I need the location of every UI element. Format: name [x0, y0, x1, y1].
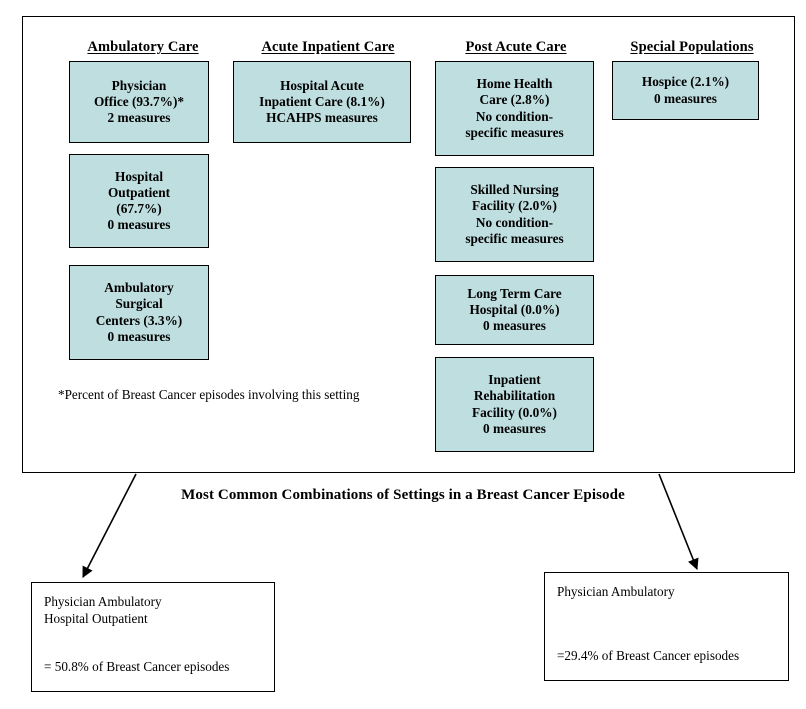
setting-line: Outpatient	[107, 184, 171, 200]
setting-line: Physician	[111, 77, 167, 93]
combination-box-physician-ambulatory-hospital-outpatient[interactable]: Physician Ambulatory Hospital Outpatient…	[31, 582, 275, 692]
combination-percent: =29.4% of Breast Cancer episodes	[557, 647, 740, 663]
setting-line: specific measures	[465, 124, 564, 140]
setting-box-hospital-outpatient[interactable]: Hospital Outpatient (67.7%) 0 measures	[69, 154, 209, 248]
setting-line: No condition-	[475, 214, 554, 230]
setting-line: Office (93.7%)*	[93, 93, 185, 109]
setting-line: 0 measures	[107, 217, 171, 233]
setting-line: 0 measures	[107, 328, 171, 344]
settings-panel: Ambulatory Care Acute Inpatient Care Pos…	[22, 16, 795, 473]
column-header-post-acute-care: Post Acute Care	[465, 39, 567, 55]
setting-box-hospital-acute-inpatient-care[interactable]: Hospital Acute Inpatient Care (8.1%) HCA…	[233, 61, 411, 143]
column-header-special-populations: Special Populations	[630, 39, 754, 55]
setting-line: Ambulatory	[104, 280, 174, 296]
setting-line: Surgical	[115, 296, 163, 312]
setting-line: Long Term Care	[467, 285, 562, 301]
setting-line: Home Health	[476, 76, 553, 92]
combination-setting-line: Physician Ambulatory	[557, 584, 675, 599]
setting-line: Facility (0.0%)	[472, 404, 557, 420]
setting-line: Care (2.8%)	[479, 92, 550, 108]
setting-box-home-health-care[interactable]: Home Health Care (2.8%) No condition- sp…	[435, 61, 594, 156]
setting-line: 2 measures	[107, 110, 171, 126]
setting-line: Hospital	[114, 168, 164, 184]
setting-box-skilled-nursing-facility[interactable]: Skilled Nursing Facility (2.0%) No condi…	[435, 167, 594, 262]
setting-line: (67.7%)	[116, 201, 162, 216]
setting-line: HCAHPS measures	[266, 110, 378, 126]
combination-setting-line: Physician Ambulatory	[44, 594, 162, 609]
combinations-title: Most Common Combinations of Settings in …	[181, 487, 625, 503]
setting-line: Inpatient Care (8.1%)	[259, 93, 385, 109]
setting-line: Rehabilitation	[473, 388, 556, 404]
combination-settings-list: Physician Ambulatory	[557, 583, 675, 600]
setting-box-physician-office[interactable]: Physician Office (93.7%)* 2 measures	[69, 61, 209, 143]
setting-line: Hospital (0.0%)	[469, 301, 560, 317]
column-header-ambulatory-care: Ambulatory Care	[87, 39, 199, 55]
setting-line: 0 measures	[483, 420, 546, 436]
setting-line: 0 measures	[654, 90, 717, 106]
setting-line: Centers (3.3%)	[95, 312, 183, 328]
combination-setting-line: Hospital Outpatient	[44, 611, 148, 627]
setting-line: 0 measures	[483, 318, 546, 334]
setting-line: Skilled Nursing	[470, 182, 559, 198]
footnote-percent-definition: *Percent of Breast Cancer episodes invol…	[58, 387, 360, 402]
combination-settings-list: Physician Ambulatory Hospital Outpatient	[44, 593, 162, 627]
setting-box-ambulatory-surgical-centers[interactable]: Ambulatory Surgical Centers (3.3%) 0 mea…	[69, 265, 209, 360]
setting-line: specific measures	[465, 230, 564, 246]
combination-box-physician-ambulatory[interactable]: Physician Ambulatory =29.4% of Breast Ca…	[544, 572, 789, 681]
combination-percent: = 50.8% of Breast Cancer episodes	[44, 658, 230, 674]
setting-line: Inpatient	[488, 372, 541, 388]
setting-line: Facility (2.0%)	[472, 198, 557, 214]
setting-line: Hospital Acute	[280, 77, 364, 93]
setting-line: No condition-	[475, 108, 554, 124]
setting-box-inpatient-rehabilitation-facility[interactable]: Inpatient Rehabilitation Facility (0.0%)…	[435, 357, 594, 452]
column-header-acute-inpatient-care: Acute Inpatient Care	[261, 39, 395, 55]
setting-box-long-term-care-hospital[interactable]: Long Term Care Hospital (0.0%) 0 measure…	[435, 275, 594, 345]
setting-box-hospice[interactable]: Hospice (2.1%) 0 measures	[612, 61, 759, 120]
setting-line: Hospice (2.1%)	[641, 74, 730, 90]
